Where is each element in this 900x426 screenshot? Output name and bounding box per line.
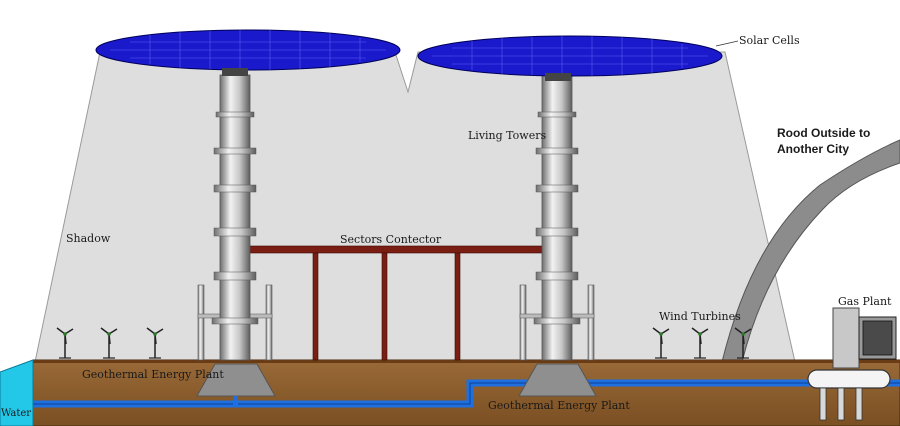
wind-turbine bbox=[652, 327, 670, 359]
road bbox=[721, 139, 900, 363]
ground-top-line bbox=[33, 360, 900, 363]
water-pipe-outline bbox=[33, 382, 900, 405]
water-body bbox=[0, 359, 34, 426]
road-label-line2: Another City bbox=[777, 142, 849, 156]
living-tower-right bbox=[519, 74, 595, 361]
wind-turbine bbox=[734, 327, 752, 359]
solar-cells-leader bbox=[715, 40, 739, 47]
wind-turbine bbox=[146, 327, 164, 359]
geothermal-pipe-left bbox=[233, 396, 238, 405]
living-towers-label: Living Towers bbox=[468, 129, 547, 142]
living-tower-left bbox=[197, 74, 273, 361]
solar-cells-left bbox=[95, 29, 401, 76]
road-label-line1: Rood Outside to bbox=[777, 126, 871, 140]
wind-turbine bbox=[100, 327, 118, 359]
wind-turbine bbox=[691, 327, 709, 359]
solar-cells-right bbox=[417, 35, 723, 81]
geothermal-base-left bbox=[196, 363, 276, 397]
geothermal-base-right bbox=[518, 363, 597, 397]
sectors-connector-label: Sectors Contector bbox=[340, 233, 442, 246]
geothermal-label-left: Geothermal Energy Plant bbox=[82, 368, 224, 381]
water-label: Water bbox=[1, 408, 32, 419]
gas-plant bbox=[807, 307, 897, 421]
wind-turbines-label: Wind Turbines bbox=[659, 310, 741, 323]
wind-turbine bbox=[56, 327, 74, 359]
geothermal-label-right: Geothermal Energy Plant bbox=[488, 399, 630, 412]
gas-plant-label: Gas Plant bbox=[838, 295, 892, 308]
shadow-label: Shadow bbox=[66, 232, 111, 245]
solar-cells-label: Solar Cells bbox=[739, 34, 800, 47]
